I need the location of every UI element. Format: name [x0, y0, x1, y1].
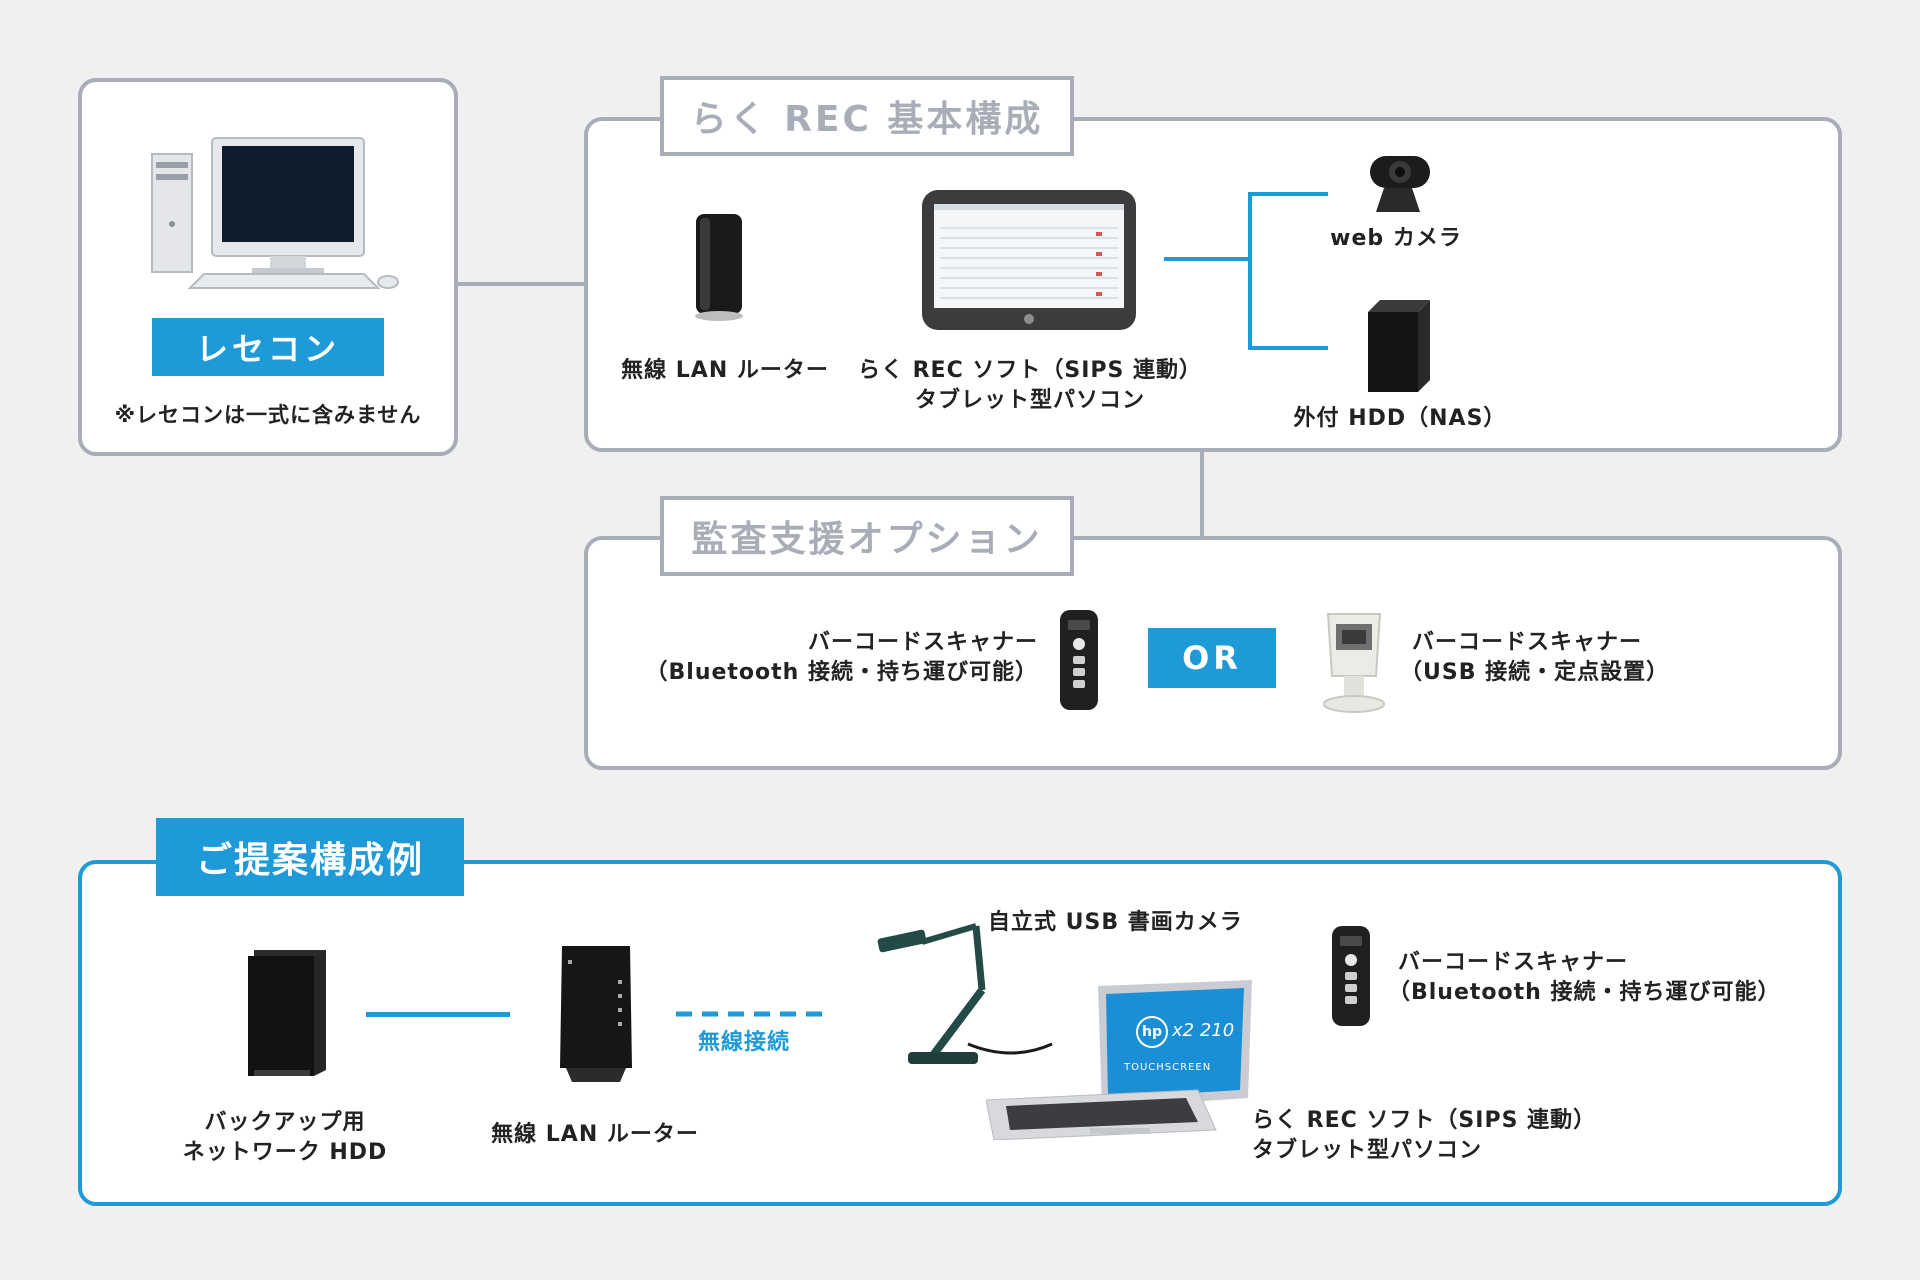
- proposal-tablet-line2: タブレット型パソコン: [1252, 1138, 1483, 1163]
- basic-webcam-label: web カメラ: [1330, 226, 1462, 251]
- laptop-model: x2 210: [1172, 1020, 1235, 1041]
- desktop-computer-icon: [151, 137, 399, 289]
- audit-scanner-usb-line1: バーコードスキャナー: [1412, 630, 1643, 655]
- connector-to-webcam: [1248, 192, 1328, 196]
- connector-reccon-basic: [458, 282, 586, 286]
- handheld-scanner-proposal-icon: [1332, 926, 1370, 1026]
- proposal-router-label: 無線 LAN ルーター: [491, 1122, 699, 1147]
- basic-hdd-label: 外付 HDD（NAS）: [1293, 406, 1507, 431]
- proposal-title: ご提案構成例: [156, 818, 464, 896]
- connector-to-hdd: [1248, 346, 1328, 350]
- connector-hdd-router: [366, 1012, 510, 1017]
- document-camera-icon: [877, 923, 1053, 1064]
- laptop-brand: hp: [1136, 1016, 1168, 1048]
- wireless-router-icon: [560, 946, 632, 1082]
- or-badge: OR: [1148, 628, 1276, 688]
- proposal-panel: [78, 860, 1842, 1206]
- audit-scanner-bt-line1: バーコードスキャナー: [807, 630, 1038, 655]
- audit-scanner-bt-line2: （Bluetooth 接続・持ち運び可能）: [645, 660, 1038, 685]
- router-icon: [695, 214, 743, 321]
- basic-router-label: 無線 LAN ルーター: [621, 358, 829, 383]
- desktop-scanner-icon: [1323, 613, 1385, 713]
- connector-tablet-branch: [1164, 257, 1250, 261]
- laptop-screen-text: TOUCHSCREEN: [1124, 1062, 1212, 1073]
- basic-tablet-label-2: タブレット型パソコン: [914, 388, 1145, 413]
- reccon-note: ※レセコンは一式に含みません: [114, 403, 422, 427]
- proposal-doc-camera-label: 自立式 USB 書画カメラ: [988, 910, 1243, 935]
- external-hdd-icon: [1368, 300, 1430, 392]
- detachable-laptop-icon: hp x2 210 TOUCHSCREEN: [986, 980, 1256, 1140]
- proposal-tablet-line1: らく REC ソフト（SIPS 連動）: [1252, 1108, 1597, 1133]
- connector-branch-vertical: [1248, 192, 1252, 350]
- basic-config-panel: [584, 117, 1842, 452]
- proposal-backup-line1: バックアップ用: [204, 1110, 366, 1135]
- basic-config-title: らく REC 基本構成: [660, 76, 1074, 156]
- webcam-icon: [1370, 156, 1430, 212]
- network-hdd-icon: [248, 950, 326, 1076]
- proposal-scanner-line2: （Bluetooth 接続・持ち運び可能）: [1388, 980, 1781, 1005]
- audit-scanner-usb-line2: （USB 接続・定点設置）: [1400, 660, 1670, 685]
- proposal-scanner-line1: バーコードスキャナー: [1398, 950, 1629, 975]
- basic-tablet-label-1: らく REC ソフト（SIPS 連動）: [857, 358, 1203, 383]
- handheld-scanner-icon: [1060, 610, 1098, 710]
- proposal-backup-line2: ネットワーク HDD: [182, 1140, 388, 1165]
- wireless-dashed-line: [676, 1011, 822, 1017]
- audit-option-title: 監査支援オプション: [660, 496, 1074, 576]
- proposal-wireless-label: 無線接続: [697, 1030, 790, 1055]
- reccon-button[interactable]: レセコン: [152, 318, 384, 376]
- connector-basic-audit: [1200, 452, 1204, 538]
- tablet-icon: [922, 190, 1136, 330]
